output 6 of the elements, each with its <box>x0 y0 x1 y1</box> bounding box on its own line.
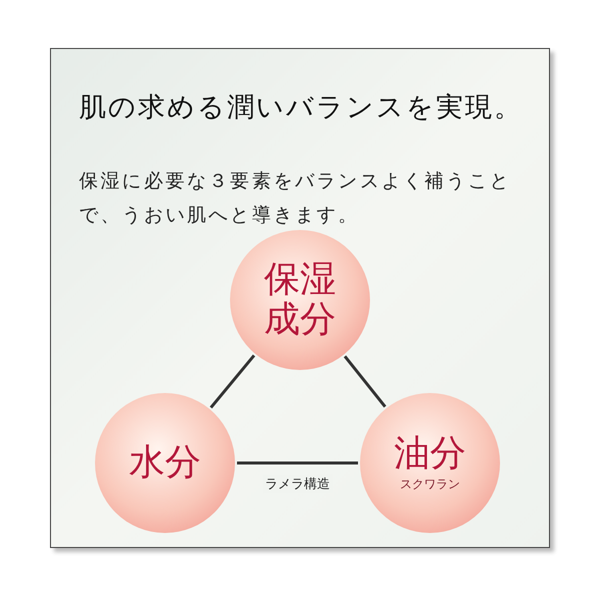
title: 肌の求める潤いバランスを実現。 <box>78 91 524 125</box>
connector-line <box>237 462 358 464</box>
edge-label: ラメラ構造 <box>263 475 332 493</box>
connector-line <box>344 355 386 408</box>
description-text: 保湿に必要な３要素をバランスよく補うことで、うおい肌へと導きます。 <box>79 169 512 228</box>
connector-line <box>210 354 256 408</box>
